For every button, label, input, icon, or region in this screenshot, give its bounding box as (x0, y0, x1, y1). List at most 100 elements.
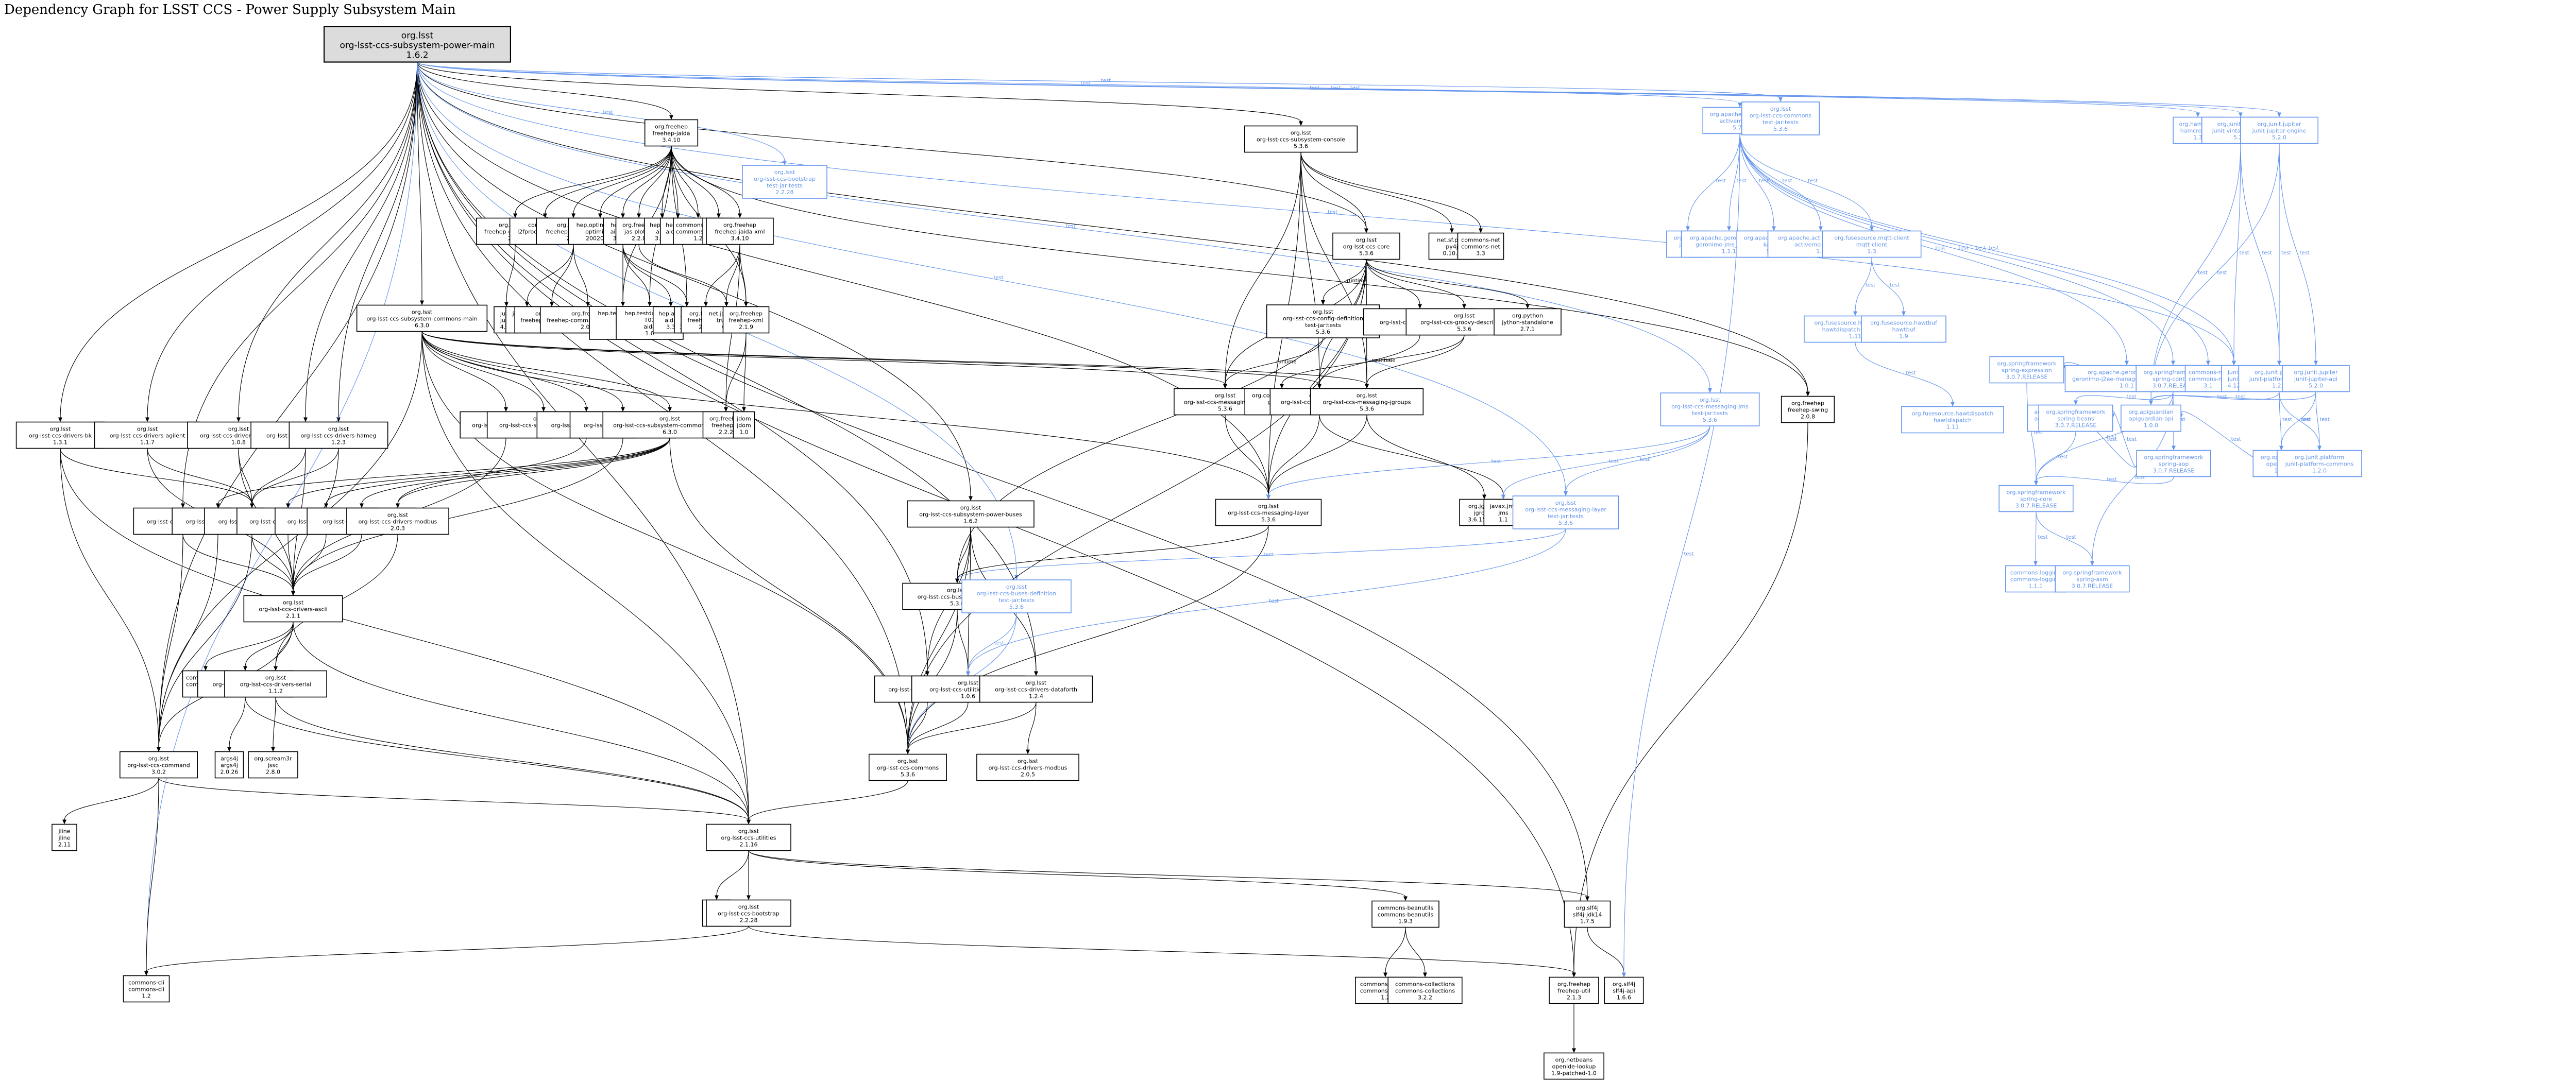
node-group: org.fusesource.hawtbuf (1870, 320, 1938, 327)
arrowhead-icon (243, 666, 247, 671)
node-version: 2.1.1 (286, 613, 300, 620)
arrowhead-icon (504, 407, 508, 412)
edge-bk-to-utilities (60, 448, 749, 820)
node-springasm[interactable]: org.springframeworkspring-asm3.0.7.RELEA… (2055, 565, 2130, 593)
node-version: 5.3.6 (1218, 406, 1232, 413)
edge-root-to-activemq (417, 62, 1740, 104)
edge-console536-to-msgjgroups (1300, 152, 1367, 385)
node-msgjgroups[interactable]: org.lsstorg-lsst-ccs-messaging-jgroups5.… (1310, 388, 1424, 416)
node-platcommons[interactable]: org.junit.platformjunit-platform-commons… (2277, 450, 2362, 477)
node-commonsmain[interactable]: org.lsstorg-lsst-ccs-subsystem-commons-m… (356, 304, 488, 332)
node-artifact: test-jar:tests (1305, 322, 1341, 329)
arrowhead-icon (1383, 972, 1387, 977)
node-ccollections[interactable]: commons-collectionscommons-collections3.… (1387, 976, 1463, 1004)
edge-graphicsbase-to-junit410 (506, 244, 516, 303)
arrowhead-icon (1450, 228, 1454, 233)
arrowhead-icon (1778, 97, 1783, 102)
node-springaop[interactable]: org.springframeworkspring-aop3.0.7.RELEA… (2136, 450, 2211, 477)
node-msgjmstest[interactable]: org.lsstorg-lsst-ccs-messaging-jmstest-j… (1660, 392, 1760, 426)
edge-root-to-fswing (417, 62, 1808, 392)
node-box (2277, 450, 2362, 477)
node-group: javax.jms (1489, 503, 1517, 510)
edge-taitime-to-commons (907, 702, 969, 750)
node-agilent[interactable]: org.lsstorg-lsst-ccs-drivers-agilent1.1.… (94, 421, 201, 449)
edge-jaida-to-fswing (671, 146, 1808, 392)
node-hawtd[interactable]: org.fusesource.hawtdispatchhawtdispatch1… (1901, 406, 2004, 434)
edge-core-to-cfgdeftest (1323, 259, 1367, 301)
node-version: 5.3.6 (901, 771, 915, 778)
arrowhead-icon (724, 407, 728, 412)
node-root[interactable]: org.lsstorg-lsst-ccs-subsystem-power-mai… (323, 26, 512, 63)
node-artifact: org-lsst-ccs-drivers-bk (29, 433, 92, 439)
graph-title: Dependency Graph for LSST CCS - Power Su… (4, 2, 456, 18)
node-console536[interactable]: org.lsstorg-lsst-ccs-subsystem-console5.… (1244, 125, 1358, 153)
node-artifact: org-lsst-ccs-commons (877, 765, 939, 771)
node-box (1604, 976, 1644, 1004)
node-msglayertest[interactable]: org.lsstorg-lsst-ccs-messaging-layertest… (1512, 495, 1619, 529)
node-busesdeftest[interactable]: org.lsstorg-lsst-ccs-buses-definitiontes… (961, 579, 1072, 613)
node-version: 5.3.6 (1294, 143, 1308, 150)
edge-jaida-to-jasplotter (638, 146, 672, 214)
arrowhead-icon (715, 895, 719, 900)
node-box (1310, 388, 1424, 416)
node-openide[interactable]: org.netbeansopenide-lookup1.9-patched-1.… (1544, 1052, 1604, 1080)
node-springcore[interactable]: org.springframeworkspring-core3.0.7.RELE… (1998, 485, 2074, 512)
arrowhead-icon (227, 747, 231, 752)
node-version: 2.7.1 (1520, 326, 1535, 333)
node-commonstest[interactable]: org.lsstorg-lsst-ccs-commonstest-jar:tes… (1741, 101, 1820, 135)
node-jupeng[interactable]: org.junit.jupiterjunit-jupiter-engine5.2… (2240, 116, 2318, 144)
edge-scope-label: test (1783, 178, 1792, 184)
node-cfgdeftest[interactable]: org.lsstorg-lsst-ccs-config-definitionte… (1266, 304, 1380, 338)
arrowhead-icon (1014, 575, 1019, 580)
arrowhead-icon (1462, 304, 1466, 309)
node-springexpr[interactable]: org.springframeworkspring-expression3.0.… (1989, 356, 2064, 384)
edge-scope-label: test (1716, 178, 1726, 184)
node-artifact: org-lsst-ccs-subsystem-power-main (340, 41, 495, 51)
node-version: 2.2.28 (740, 917, 758, 924)
node-artifact: spring-context (2153, 376, 2194, 383)
edge-springcore-to-springasm (2036, 511, 2093, 562)
node-dataforth[interactable]: org.lsstorg-lsst-ccs-drivers-dataforth1.… (979, 675, 1093, 703)
arrowhead-icon (2232, 361, 2236, 366)
node-springbeans[interactable]: org.springframeworkspring-beans3.0.7.REL… (2038, 404, 2113, 432)
edge-jaida-to-graphicsbase (515, 146, 672, 214)
arrowhead-icon (145, 417, 149, 422)
node-group: org.lsst (265, 675, 286, 681)
node-msglayer[interactable]: org.lsstorg-lsst-ccs-messaging-layer5.3.… (1215, 499, 1322, 526)
node-bootstraptest[interactable]: org.lsstorg-lsst-ccs-bootstraptest-jar:t… (742, 165, 827, 199)
node-powerbuses[interactable]: org.lsstorg-lsst-ccs-subsystem-power-bus… (907, 500, 1035, 528)
edge-scope-label: test (2240, 250, 2249, 256)
edge-jaida-to-jel (671, 146, 719, 214)
